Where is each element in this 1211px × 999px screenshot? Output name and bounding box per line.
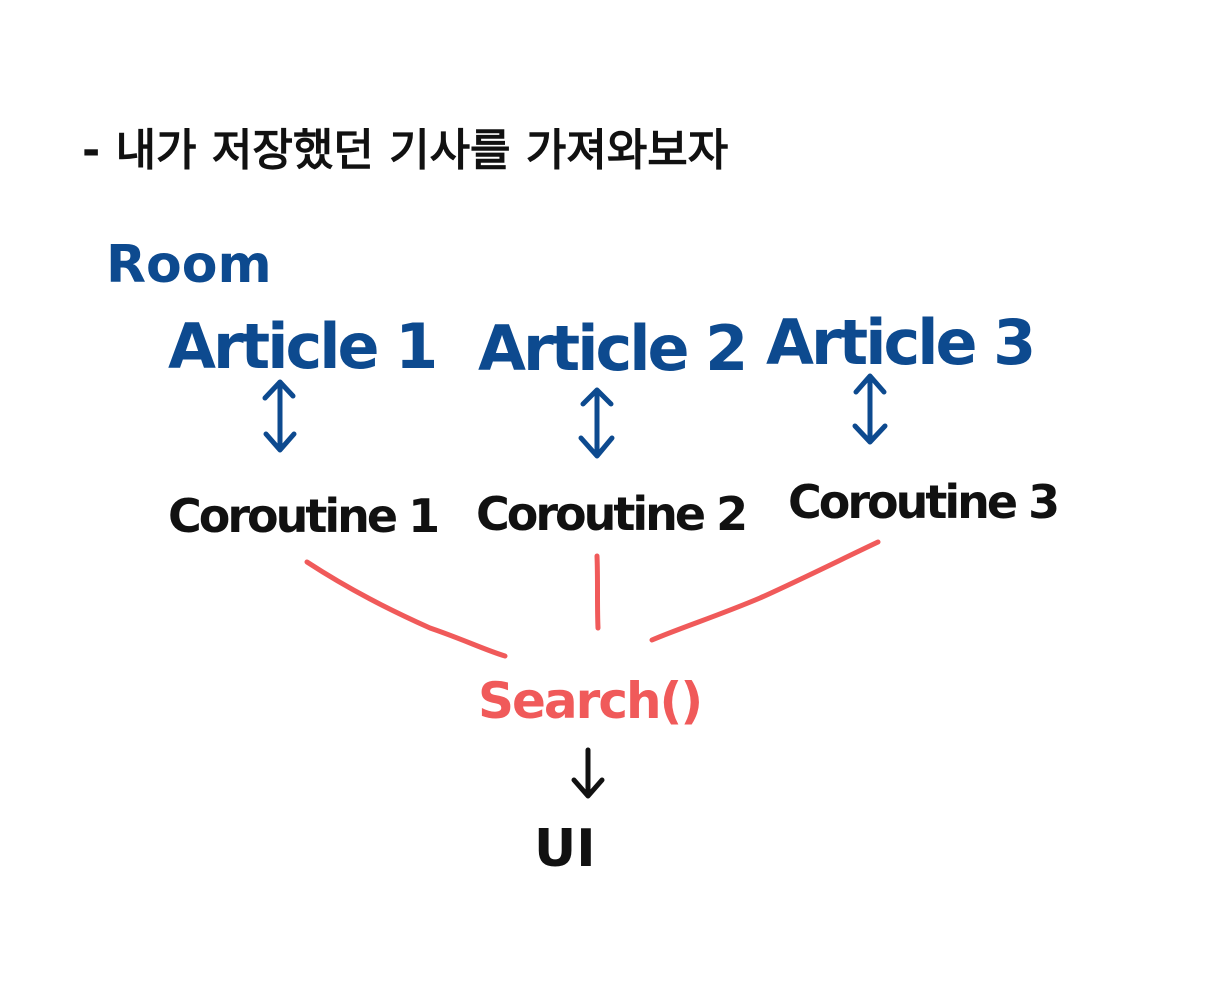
- article-2-label: Article 2: [478, 312, 745, 385]
- article-3-label: Article 3: [766, 306, 1033, 379]
- ui-label: UI: [534, 819, 596, 879]
- article-1-label: Article 1: [168, 310, 435, 383]
- connector-line-3: [649, 539, 881, 643]
- connector-line-1: [304, 559, 508, 659]
- coroutine-1-label: Coroutine 1: [168, 489, 437, 543]
- coroutine-2-label: Coroutine 2: [476, 487, 745, 541]
- room-label: Room: [106, 235, 272, 295]
- coroutine-3-label: Coroutine 3: [788, 475, 1057, 529]
- double-arrow-3-icon: [852, 373, 888, 445]
- connector-line-2: [594, 553, 601, 631]
- down-arrow-icon: [571, 747, 605, 799]
- double-arrow-1-icon: [262, 379, 297, 453]
- search-label: Search(): [478, 672, 701, 730]
- page-title: - 내가 저장했던 기사를 가져와보자: [82, 125, 728, 176]
- double-arrow-2-icon: [578, 387, 615, 459]
